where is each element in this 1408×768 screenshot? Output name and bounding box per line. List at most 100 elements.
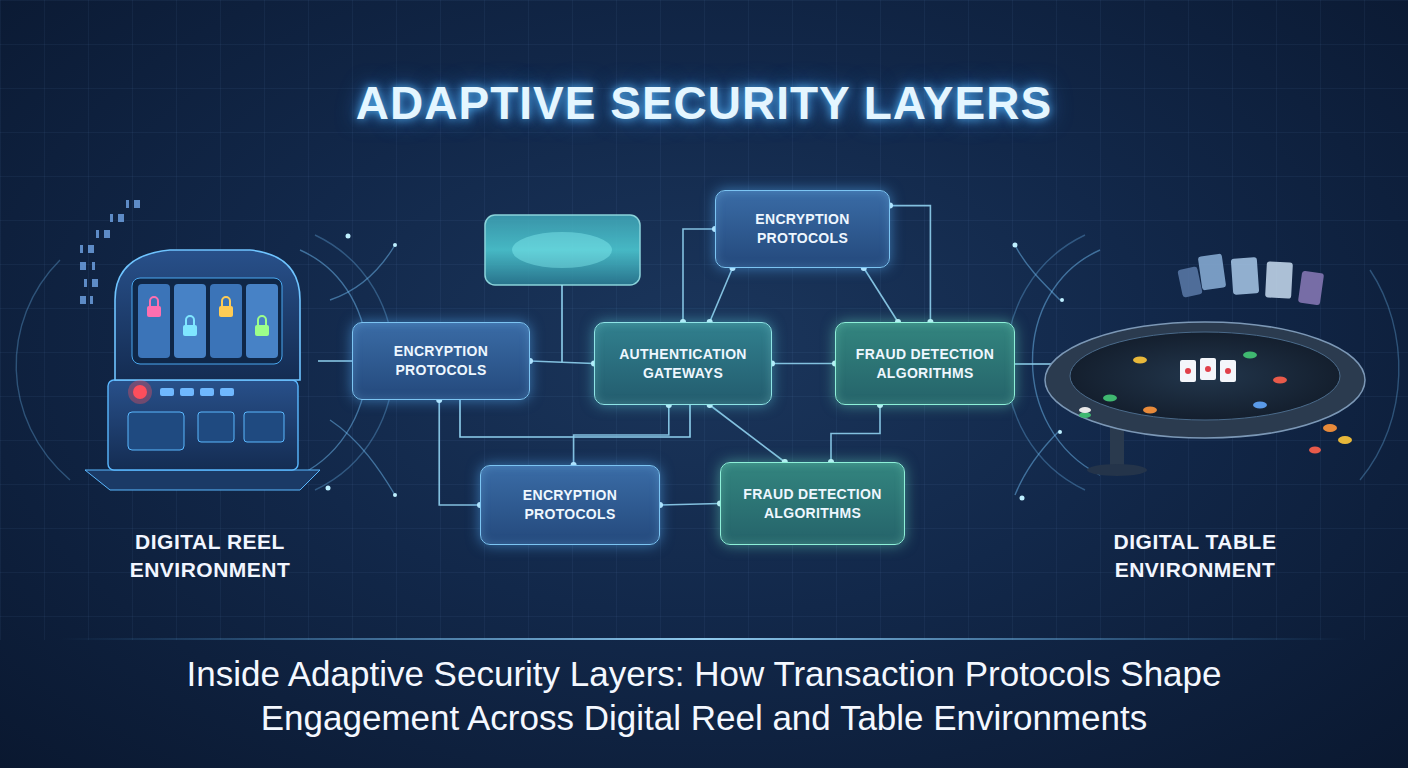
data-specks-part — [80, 296, 86, 304]
slot-machine-part — [128, 412, 184, 450]
link-lines-part — [460, 400, 690, 437]
signal-arcs-part — [1015, 430, 1060, 495]
slot-machine-part — [258, 316, 266, 325]
poker-table-part-part — [1133, 357, 1147, 364]
slot-machine-part — [210, 284, 242, 358]
connector-line — [864, 268, 898, 322]
data-specks-part — [118, 214, 124, 222]
poker-table-part-part — [1298, 271, 1324, 306]
diagram-caption: Inside Adaptive Security Layers: How Tra… — [104, 652, 1304, 740]
connector-line — [710, 405, 785, 462]
poker-table-part-part — [1103, 395, 1117, 402]
security-layer-box: ENCRYPTION PROTOCOLS — [352, 322, 530, 400]
poker-table-part-part — [1273, 377, 1287, 384]
box-text: ENCRYPTION PROTOCOLS — [363, 342, 519, 380]
connector-line — [710, 268, 733, 322]
link-lines-part — [561, 285, 563, 362]
slot-machine-part — [255, 325, 269, 336]
empty-box-part — [512, 232, 612, 268]
data-specks-part — [88, 245, 94, 253]
slot-machine-part — [138, 284, 170, 358]
slot-machine-part — [150, 297, 230, 306]
poker-table-part — [1185, 368, 1191, 374]
poker-table — [1045, 253, 1365, 476]
data-specks-part — [92, 262, 95, 270]
slot-machine-part — [246, 284, 278, 358]
signal-arcs-part — [16, 260, 70, 480]
data-specks-part — [90, 296, 93, 304]
poker-table-part-part — [1323, 424, 1337, 432]
signal-arcs-part — [330, 245, 395, 300]
slot-machine-part — [186, 316, 194, 325]
security-layer-box: FRAUD DETECTION ALGORITHMS — [720, 462, 905, 545]
slot-machine-part — [85, 470, 320, 490]
connector-line — [439, 400, 480, 505]
glow-particles — [326, 234, 1065, 501]
slot-machine-part — [115, 250, 300, 380]
poker-table-part-part — [1309, 447, 1321, 454]
poker-table-part — [1177, 253, 1324, 305]
data-specks-part — [126, 200, 129, 208]
poker-table-part — [1205, 366, 1211, 372]
security-layer-box: ENCRYPTION PROTOCOLS — [715, 190, 890, 268]
poker-table-part — [1225, 368, 1231, 374]
box-text: FRAUD DETECTION ALGORITHMS — [846, 345, 1004, 383]
glow-particles-part — [1058, 430, 1062, 434]
poker-table-part-part — [1143, 407, 1157, 414]
signal-arcs-part — [330, 420, 395, 495]
slot-machine-part — [244, 412, 284, 442]
slot-machine-part — [180, 388, 194, 396]
data-specks-part — [80, 245, 83, 253]
slot-machine-part-part — [150, 297, 158, 306]
box-text: ENCRYPTION PROTOCOLS — [491, 486, 649, 524]
box-text: FRAUD DETECTION ALGORITHMS — [731, 485, 894, 523]
slot-machine-part-part — [219, 306, 233, 317]
data-specks-part — [84, 279, 87, 287]
slot-machine-part — [200, 388, 214, 396]
environment-label: DIGITAL REEL ENVIRONMENT — [80, 528, 340, 584]
data-specks-part — [92, 279, 98, 287]
signal-arcs-part — [1360, 270, 1399, 480]
poker-table-part — [1070, 332, 1340, 420]
glow-particles-part — [1020, 496, 1025, 501]
glow-particles-part — [346, 234, 351, 239]
environment-label: DIGITAL TABLE ENVIRONMENT — [1055, 528, 1335, 584]
poker-table-part — [1079, 352, 1352, 454]
diagram-title: ADAPTIVE SECURITY LAYERS — [0, 76, 1408, 130]
poker-table-part-part — [1177, 266, 1202, 298]
security-layer-box: FRAUD DETECTION ALGORITHMS — [835, 322, 1015, 405]
connector-line — [831, 405, 880, 462]
signal-arcs-part — [1015, 245, 1060, 300]
slot-machine — [85, 250, 320, 490]
empty-box — [485, 215, 640, 285]
data-specks-part — [96, 230, 99, 238]
connector-line — [772, 363, 835, 365]
slot-machine-part — [174, 284, 206, 358]
slot-machine-part — [198, 412, 234, 442]
box-text: AUTHENTICATION GATEWAYS — [605, 345, 761, 383]
poker-table-part-part — [1231, 257, 1259, 295]
glow-particles-part — [1013, 243, 1018, 248]
grid — [0, 0, 1408, 640]
slot-machine-part — [183, 325, 197, 336]
data-specks-part — [110, 214, 113, 222]
connector-line — [530, 361, 594, 364]
slot-machine-part — [220, 388, 234, 396]
connector-line — [660, 504, 720, 506]
separator-line — [60, 638, 1348, 640]
poker-table-part-part — [1253, 402, 1267, 409]
connector-line — [574, 405, 669, 465]
link-lines — [318, 285, 1065, 437]
glow-particles-part — [393, 243, 397, 247]
poker-table-part-part — [1198, 253, 1226, 290]
glow-particles-part — [1060, 298, 1064, 302]
slot-machine-part-part — [147, 306, 161, 317]
poker-table-part — [1180, 360, 1196, 382]
poker-table-part — [1200, 358, 1216, 380]
data-specks-part — [134, 200, 140, 208]
poker-table-part-part — [1338, 436, 1352, 444]
poker-table-part-part — [1079, 407, 1091, 413]
slot-machine-part — [128, 380, 152, 404]
poker-table-part — [1087, 464, 1147, 476]
